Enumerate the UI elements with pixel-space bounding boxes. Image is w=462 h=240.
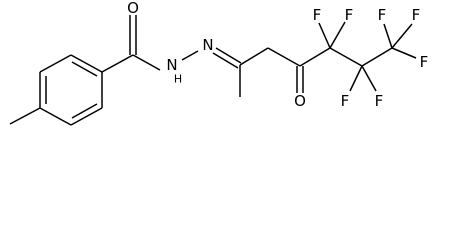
atom-f-6: F <box>412 6 421 24</box>
bond-cf2a-f1 <box>318 22 331 49</box>
atom-n-imine: N <box>202 36 213 54</box>
bond-cf2a-f2 <box>329 21 346 49</box>
bond-cf3-f7 <box>391 47 417 59</box>
atom-f-4: F <box>375 92 384 110</box>
bond-imine-1 <box>215 47 242 64</box>
atom-f-3: F <box>341 92 350 110</box>
bond-ring-3 <box>70 54 103 73</box>
bond-ring-2 <box>39 54 72 73</box>
bond-cf2b-f3 <box>349 65 363 92</box>
atom-f-5: F <box>378 6 387 24</box>
bond-imine-2 <box>212 52 239 69</box>
atom-h-amide: H <box>174 73 182 86</box>
bond-cf2-cf3 <box>361 47 393 67</box>
bond-lines <box>9 15 417 126</box>
atom-f-1: F <box>313 6 322 24</box>
bond-methyl-ring <box>9 107 41 125</box>
bond-cf2b-f4 <box>361 65 377 92</box>
atom-f-2: F <box>345 6 354 24</box>
bond-cf2-cf2 <box>329 47 363 67</box>
bond-n-n <box>181 50 199 61</box>
bond-amide-cn <box>132 54 161 71</box>
bond-ring-5 <box>70 107 103 126</box>
bond-ring-carbonyl <box>101 54 134 73</box>
atom-f-7: F <box>420 53 429 71</box>
bond-ring-5-inner <box>71 103 98 119</box>
bond-cf3-f6 <box>391 23 413 49</box>
atom-labels: O N H N O F F F F F F F <box>127 0 428 110</box>
bond-cf3-f5 <box>383 23 393 49</box>
bond-imine-ch2 <box>239 47 269 66</box>
bond-ketone-cf2 <box>299 47 331 67</box>
atom-n-amide: N <box>166 56 177 74</box>
bond-ring-3-inner <box>71 61 98 77</box>
chemical-structure: O N H N O F F F F F F F <box>9 0 428 126</box>
atom-o-amide: O <box>127 0 139 17</box>
bond-ch2-ketone <box>267 47 301 67</box>
atom-o-ketone: O <box>294 92 306 110</box>
bond-ring-6 <box>39 107 72 126</box>
